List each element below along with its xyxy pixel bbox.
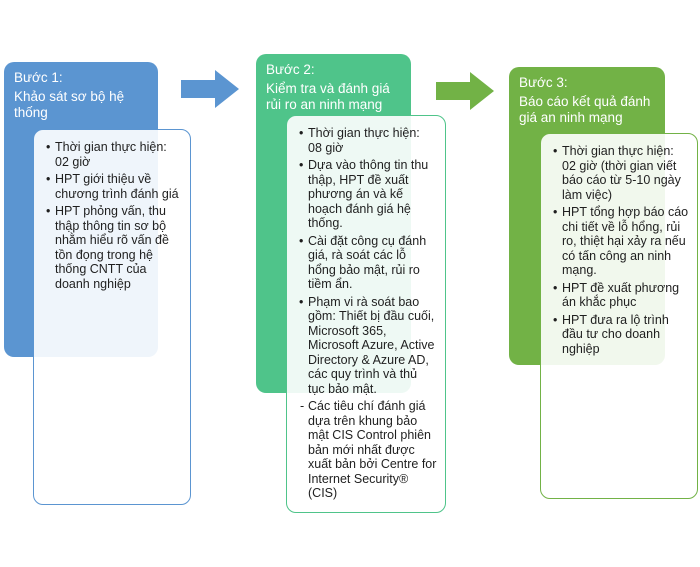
step-3-item: HPT đưa ra lộ trình đầu tư cho doanh ngh… [553, 313, 689, 357]
step-3-subtitle: Báo cáo kết quả đánh giá an ninh mạng [519, 94, 651, 125]
step-1-subtitle: Khảo sát sơ bộ hệ thống [14, 89, 125, 120]
step-1-detail-box: Thời gian thực hiện: 02 giờHPT giới thiệ… [33, 129, 191, 505]
arrow-right-icon [436, 72, 494, 110]
step-3-item: Thời gian thực hiện: 02 giờ (thời gian v… [553, 144, 689, 202]
step-2-title: Bước 2: [266, 62, 315, 77]
step-3-title: Bước 3: [519, 75, 568, 90]
arrow-1-shape [181, 70, 239, 108]
step-1-item-list: Thời gian thực hiện: 02 giờHPT giới thiệ… [46, 140, 182, 291]
step-2-detail-box: Thời gian thực hiện: 08 giờDựa vào thông… [286, 115, 446, 513]
step-3-item: HPT đề xuất phương án khắc phục [553, 281, 689, 310]
step-1-item: HPT giới thiệu về chương trình đánh giá [46, 172, 182, 201]
step-2-item: Thời gian thực hiện: 08 giờ [299, 126, 437, 155]
step-3-detail-box: Thời gian thực hiện: 02 giờ (thời gian v… [540, 133, 698, 499]
step-1-item: HPT phỏng vấn, thu thập thông tin sơ bộ … [46, 204, 182, 291]
step-3-item: HPT tổng hợp báo cáo chi tiết về lỗ hổng… [553, 205, 689, 278]
arrow-right-icon [181, 70, 239, 108]
step-2-item-list: Thời gian thực hiện: 08 giờDựa vào thông… [299, 126, 437, 501]
step-1-title: Bước 1: [14, 70, 63, 85]
step-2-item: Các tiêu chí đánh giá dựa trên khung bảo… [299, 399, 437, 501]
step-3-item-list: Thời gian thực hiện: 02 giờ (thời gian v… [553, 144, 689, 356]
step-1-item: Thời gian thực hiện: 02 giờ [46, 140, 182, 169]
step-2-subtitle: Kiểm tra và đánh giá rủi ro an ninh mạng [266, 81, 390, 112]
arrow-2-shape [436, 72, 494, 110]
step-2-item: Cài đặt công cụ đánh giá, rà soát các lỗ… [299, 234, 437, 292]
step-2-item: Phạm vi rà soát bao gồm: Thiết bị đầu cu… [299, 295, 437, 397]
step-2-item: Dựa vào thông tin thu thập, HPT đề xuất … [299, 158, 437, 231]
